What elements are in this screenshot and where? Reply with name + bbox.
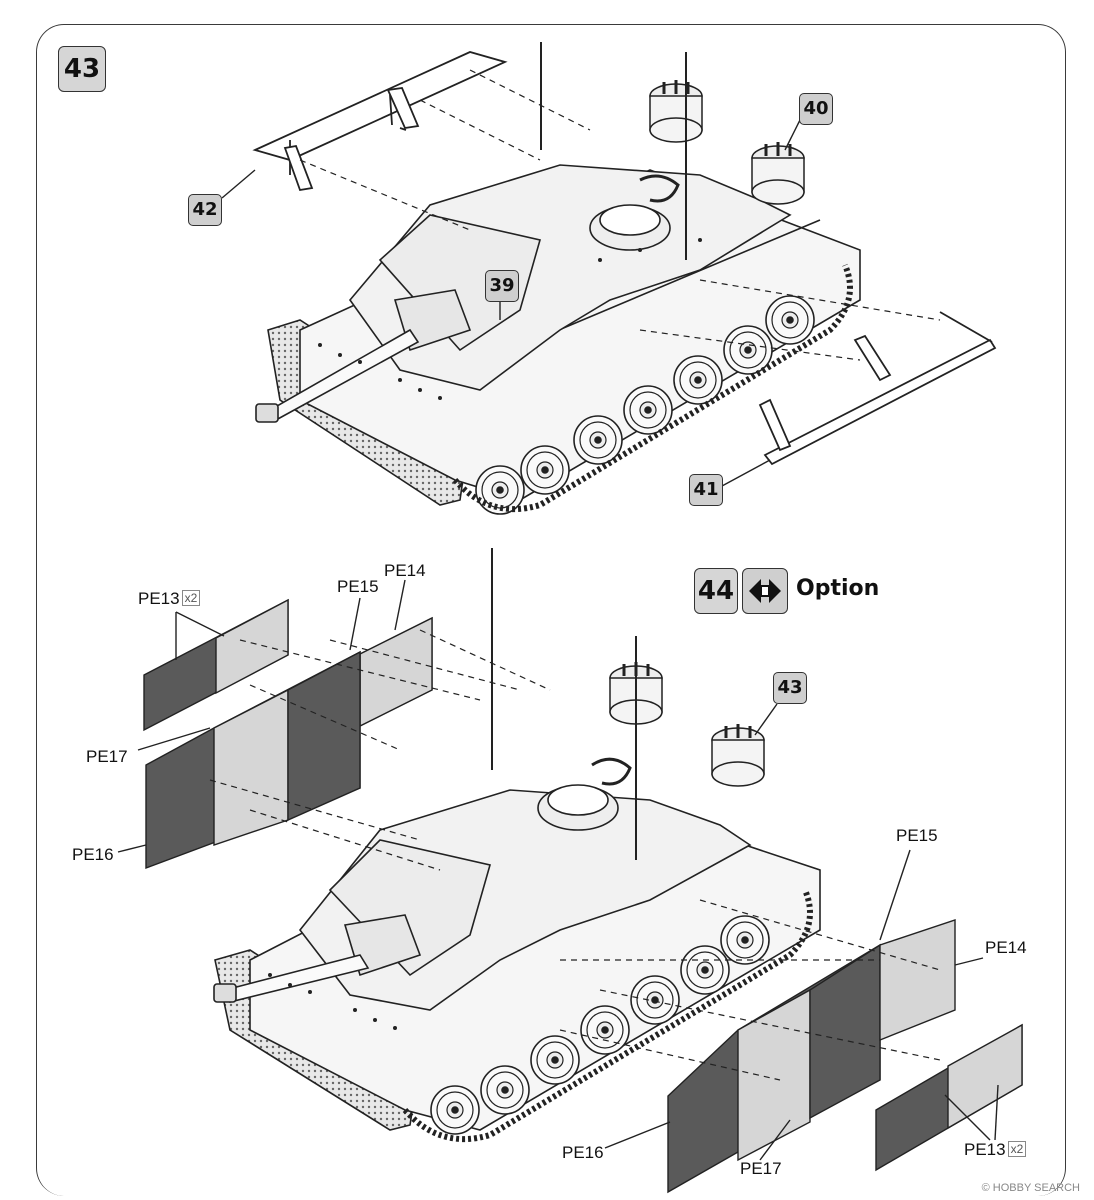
step-44-badge: 44: [694, 568, 738, 614]
tank-top: [255, 42, 861, 515]
page-frame: [36, 24, 1066, 1196]
part-callout-43: 43: [773, 672, 807, 704]
pe13-text: PE13: [138, 589, 180, 608]
pe13-text: PE13: [964, 1140, 1006, 1159]
part-callout-42: 42: [188, 194, 222, 226]
part-callout-40: 40: [799, 93, 833, 125]
watermark: © HOBBY SEARCH: [981, 1182, 1080, 1194]
label-pe15-right: PE15: [896, 826, 938, 845]
label-pe16-right: PE16: [562, 1143, 604, 1162]
label-pe14-left: PE14: [384, 561, 426, 580]
label-pe14-right: PE14: [985, 938, 1027, 957]
tank-bottom: [213, 548, 821, 1143]
part-callout-39: 39: [485, 270, 519, 302]
qty-x2-badge: x2: [1007, 1141, 1027, 1157]
rail-42: [252, 51, 508, 192]
label-pe16-left: PE16: [72, 845, 114, 864]
part-callout-41: 41: [689, 474, 723, 506]
left-skirt-plates: [143, 598, 433, 870]
label-pe17-right: PE17: [740, 1159, 782, 1178]
label-pe15-left: PE15: [337, 577, 379, 596]
option-arrows-icon: [742, 568, 788, 614]
qty-x2-badge: x2: [181, 590, 201, 606]
right-skirt-plates: [667, 919, 1023, 1194]
label-pe17-left: PE17: [86, 747, 128, 766]
step-43-badge: 43: [58, 46, 106, 92]
option-label: Option: [796, 576, 880, 601]
rail-41: [758, 311, 997, 466]
